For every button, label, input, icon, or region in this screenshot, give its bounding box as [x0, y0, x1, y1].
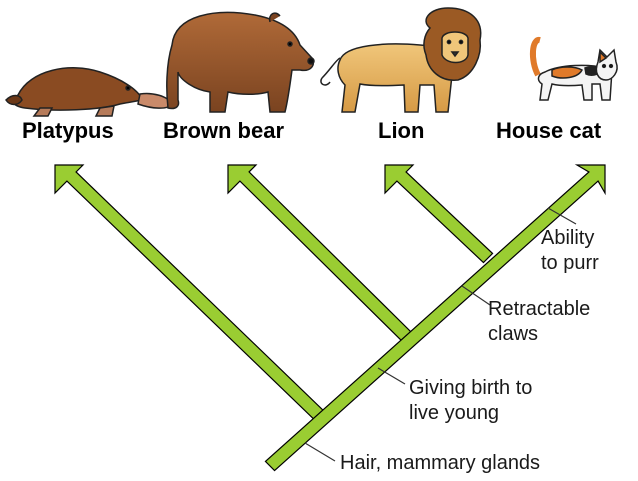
- leader-live-birth: [378, 368, 405, 384]
- taxon-label-platypus: Platypus: [22, 118, 114, 144]
- trait-line: Hair, mammary glands: [340, 451, 540, 476]
- trait-label-purr: Ability to purr: [541, 226, 599, 276]
- trait-line: Giving birth to: [409, 376, 532, 401]
- taxon-label-brown-bear: Brown bear: [163, 118, 284, 144]
- lion-icon: [321, 8, 481, 112]
- house-cat-icon: [533, 40, 617, 100]
- trait-line: live young: [409, 401, 532, 426]
- taxon-label-house-cat: House cat: [496, 118, 601, 144]
- trait-line: Ability: [541, 226, 599, 251]
- taxon-label-lion: Lion: [378, 118, 424, 144]
- branch-platypus: [55, 165, 330, 426]
- trait-label-claws: Retractable claws: [488, 297, 590, 347]
- leader-hair: [305, 443, 335, 461]
- branch-lion: [385, 165, 493, 263]
- trait-label-hair: Hair, mammary glands: [340, 451, 540, 476]
- brown-bear-icon: [167, 13, 314, 112]
- trait-line: claws: [488, 322, 590, 347]
- trait-line: to purr: [541, 251, 599, 276]
- platypus-icon: [6, 68, 172, 116]
- trait-label-live-birth: Giving birth to live young: [409, 376, 532, 426]
- trait-line: Retractable: [488, 297, 590, 322]
